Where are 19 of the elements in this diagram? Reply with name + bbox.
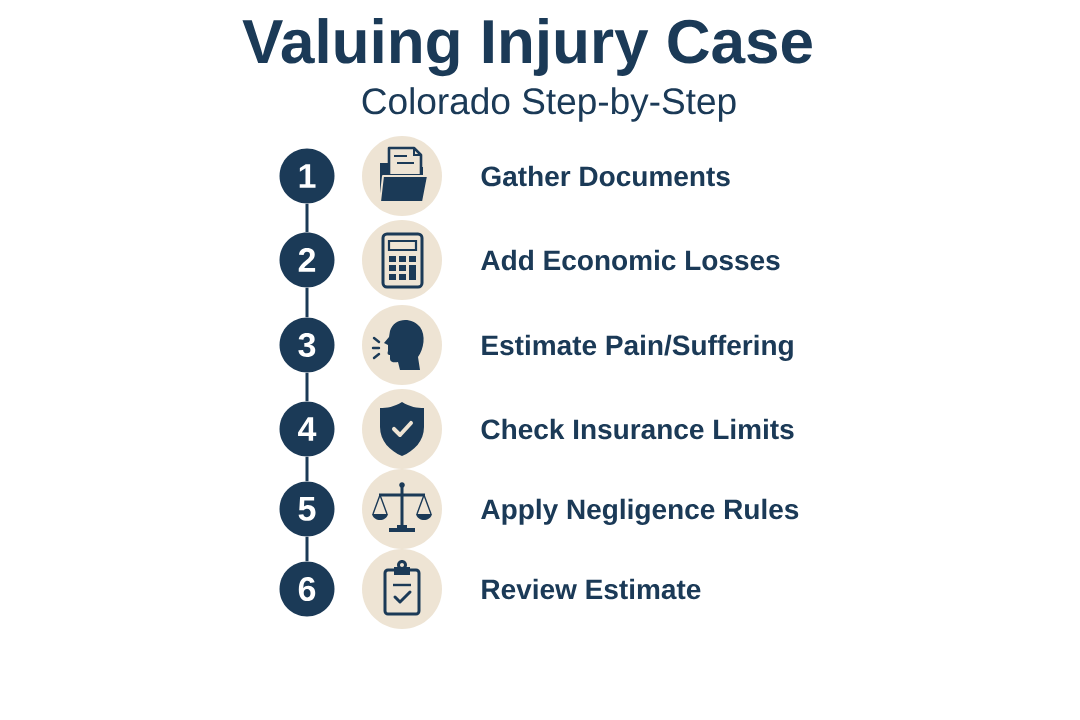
subtitle: Colorado Step-by-Step	[362, 87, 736, 122]
connector-line	[305, 203, 309, 233]
connector-line	[305, 536, 309, 562]
step-number: 5	[279, 481, 335, 537]
step-title: Gather Documents	[481, 165, 730, 187]
step-number: 4	[279, 401, 335, 457]
step-title: Check Insurance Limits	[481, 418, 794, 440]
step-title: Add Economic Losses	[481, 249, 780, 271]
step-title: Review Estimate	[482, 578, 701, 600]
step-number: 6	[279, 561, 335, 617]
step-title: Estimate Pain/Suffering	[482, 334, 793, 361]
title: Valuing Injury Case	[242, 18, 812, 77]
connector-line	[305, 287, 309, 318]
connector-line	[305, 372, 309, 402]
connector-line	[305, 456, 309, 482]
step-title: Apply Negligence Rules	[481, 498, 799, 525]
step-number: 2	[279, 232, 335, 288]
step-number: 3	[279, 317, 335, 373]
step-number: 1	[279, 148, 335, 204]
